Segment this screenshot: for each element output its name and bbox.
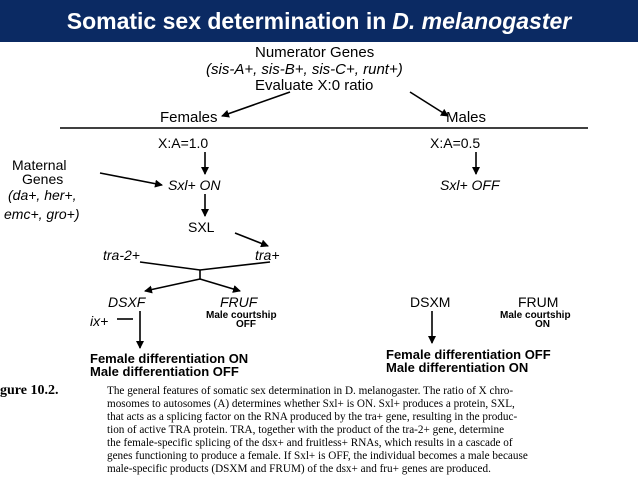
numerator-list-text: (sis-A+, sis-B+, sis-C+, runt+)	[206, 61, 403, 78]
maternal-line-2: Genes	[22, 171, 64, 187]
female-ratio: X:A=1.0	[158, 135, 209, 151]
female-outcome-line-2: Male differentiation OFF	[90, 364, 239, 379]
males-label: Males	[446, 109, 487, 126]
arrow-maternal-to-sxl	[99, 172, 163, 188]
tra-gene: tra+	[255, 247, 280, 263]
maternal-line-4: emc+, gro+)	[4, 206, 80, 222]
ix-gene: ix+	[90, 313, 109, 329]
tra-2-gene: tra-2+	[103, 247, 140, 263]
arrow-to-females	[221, 91, 291, 118]
fru-f: FRUF	[220, 294, 258, 310]
arrow-to-males	[409, 91, 449, 117]
numerator-genes-list: (sis-A+, sis-B+, sis-C+, runt+)	[206, 62, 403, 77]
numerator-genes-heading: Numerator Genes	[255, 44, 375, 61]
maternal-line-1: Maternal	[12, 157, 67, 173]
branch-to-dsx-f	[144, 278, 201, 294]
title-species: D. melanogaster	[392, 7, 572, 34]
fru-m: FRUM	[518, 294, 559, 310]
caption-line: male-specific products (DSXM and FRUM) o…	[107, 463, 491, 475]
male-outcome-line-2: Male differentiation ON	[386, 360, 529, 375]
female-outcome-line-1: Female differentiation ON	[90, 351, 249, 366]
dsx-m: DSXM	[410, 294, 451, 310]
caption-line: the female-specific splicing of the dsx+…	[107, 437, 513, 449]
sxl-on: Sxl+ ON	[168, 177, 221, 193]
caption-line: mosomes to autosomes (A) determines whet…	[107, 398, 515, 410]
branch-tra2	[139, 261, 201, 271]
branch-to-fru-f	[199, 278, 241, 293]
male-courtship-on-line-2: ON	[535, 319, 550, 330]
sxl-protein: SXL	[188, 219, 215, 235]
figure-caption: gure 10.2. The general features of somat…	[0, 383, 638, 478]
caption-line: genes functioning to produce a female. I…	[107, 450, 528, 462]
male-courtship-off-line-1: Male courtship	[206, 310, 277, 321]
male-courtship-off-line-2: OFF	[236, 319, 256, 330]
male-ratio: X:A=0.5	[430, 135, 481, 151]
arrow-sxl-to-tra	[234, 232, 269, 248]
slide-title: Somatic sex determination in D. melanoga…	[0, 0, 638, 42]
caption-line: that acts as a splicing factor on the RN…	[107, 411, 518, 423]
dsx-f: DSXF	[108, 294, 146, 310]
male-courtship-on-line-1: Male courtship	[500, 310, 571, 321]
diagram-lines	[60, 91, 588, 349]
caption-line: The general features of somatic sex dete…	[107, 385, 514, 397]
sxl-off: Sxl+ OFF	[440, 177, 500, 193]
maternal-line-3: (da+, her+,	[8, 187, 77, 203]
title-text: Somatic sex determination in	[66, 7, 387, 34]
figure-label: gure 10.2.	[0, 383, 59, 398]
branch-tra	[199, 261, 271, 271]
caption-line: tion of active TRA protein. TRA, togethe…	[107, 424, 505, 436]
females-label: Females	[160, 109, 218, 126]
evaluate-ratio: Evaluate X:0 ratio	[255, 77, 374, 94]
male-outcome-line-1: Female differentiation OFF	[386, 347, 551, 362]
